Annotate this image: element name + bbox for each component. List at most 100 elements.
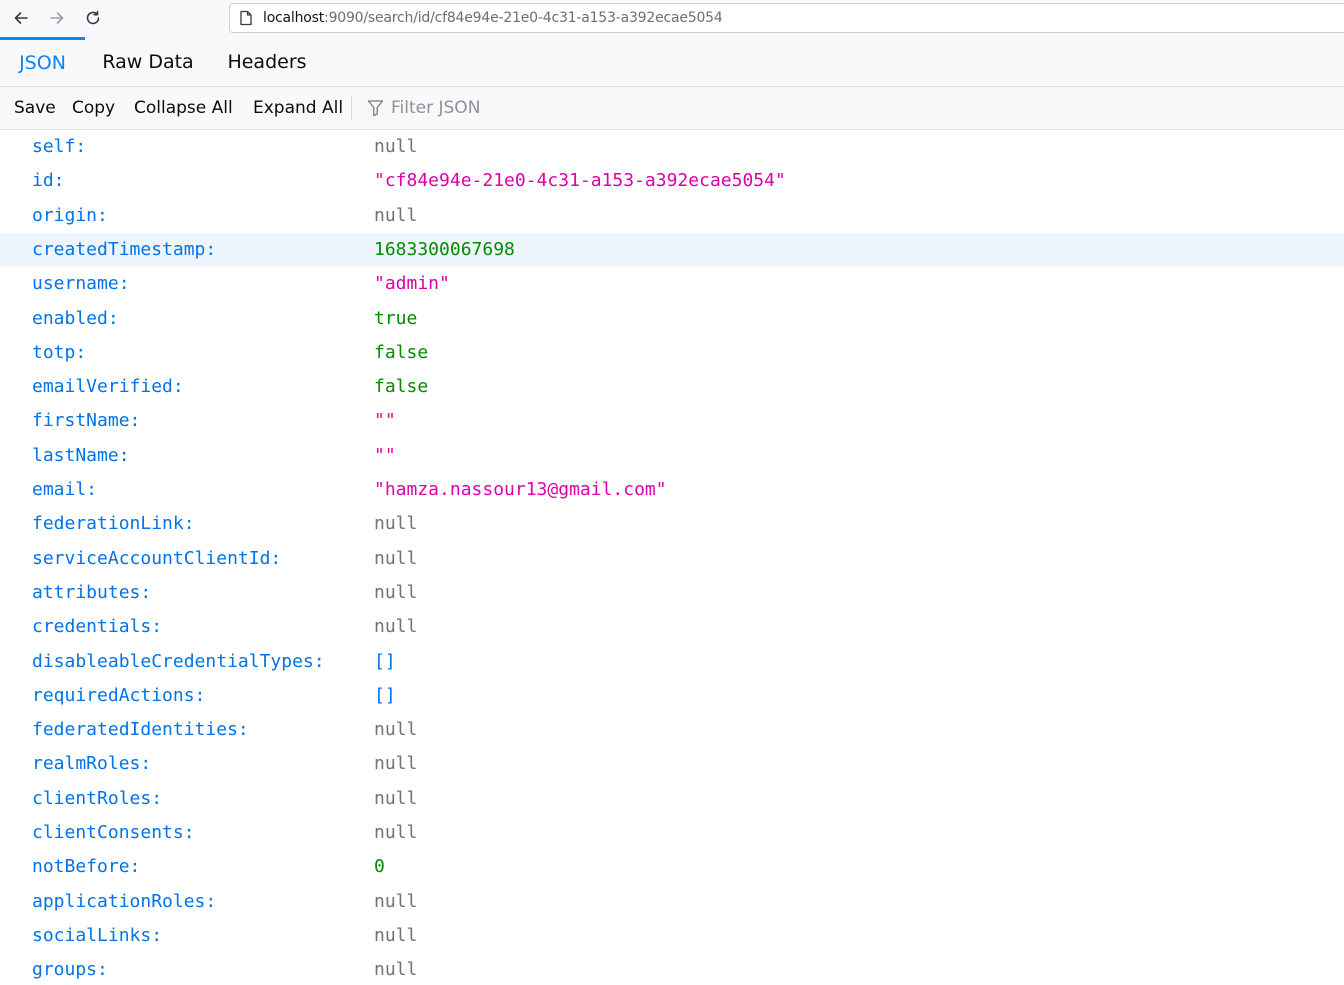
reload-button[interactable] bbox=[80, 5, 106, 31]
json-row[interactable]: id: "cf84e94e-21e0-4c31-a153-a392ecae5054… bbox=[0, 164, 1344, 198]
json-row[interactable]: enabled: true bbox=[0, 302, 1344, 336]
filter-icon bbox=[366, 99, 384, 117]
json-value: null bbox=[374, 513, 418, 535]
json-value: "cf84e94e-21e0-4c31-a153-a392ecae5054" bbox=[374, 170, 786, 192]
json-key: federationLink: bbox=[32, 513, 195, 535]
json-key: emailVerified: bbox=[32, 376, 184, 398]
arrow-right-icon bbox=[50, 12, 64, 24]
tab-headers[interactable]: Headers bbox=[227, 50, 307, 73]
toolbar-divider bbox=[351, 96, 352, 120]
json-key: realmRoles: bbox=[32, 753, 152, 775]
json-key: totp: bbox=[32, 341, 87, 363]
json-tree: self: null id: "cf84e94e-21e0-4c31-a153-a39… bbox=[0, 130, 1344, 985]
back-button[interactable] bbox=[8, 5, 34, 31]
json-row[interactable]: createdTimestamp: 1683300067698 bbox=[0, 232, 1344, 267]
json-key: notBefore: bbox=[32, 856, 141, 878]
url-bar[interactable]: localhost:9090/search/id/cf84e94e-21e0-4… bbox=[229, 3, 1344, 33]
json-key: attributes: bbox=[32, 581, 152, 603]
tab-raw-data[interactable]: Raw Data bbox=[102, 50, 194, 73]
json-row[interactable]: username: "admin" bbox=[0, 267, 1344, 301]
json-key: firstName: bbox=[32, 410, 141, 432]
url-path: :9090/search/id/cf84e94e-21e0-4c31-a153-… bbox=[324, 10, 723, 26]
json-value: false bbox=[374, 376, 429, 398]
url-text: localhost:9090/search/id/cf84e94e-21e0-4… bbox=[263, 10, 723, 26]
json-row[interactable]: email: "hamza.nassour13@gmail.com" bbox=[0, 473, 1344, 507]
json-value: null bbox=[374, 616, 418, 638]
json-value: null bbox=[374, 204, 418, 226]
json-row[interactable]: disableableCredentialTypes: [] bbox=[0, 645, 1344, 679]
json-row[interactable]: federationLink: null bbox=[0, 507, 1344, 541]
json-value: "hamza.nassour13@gmail.com" bbox=[374, 479, 667, 500]
json-key: email: bbox=[32, 479, 98, 500]
json-value: [] bbox=[374, 650, 396, 672]
json-toolbar: Save Copy Collapse All Expand All bbox=[0, 87, 1344, 130]
json-row[interactable]: attributes: null bbox=[0, 576, 1344, 610]
json-value: null bbox=[374, 959, 418, 981]
json-row[interactable]: clientRoles: null bbox=[0, 782, 1344, 816]
tab-json[interactable]: JSON bbox=[0, 37, 85, 86]
json-value: "admin" bbox=[374, 273, 450, 295]
json-row[interactable]: applicationRoles:null bbox=[0, 885, 1344, 919]
json-row[interactable]: totp: false bbox=[0, 336, 1344, 370]
json-value: 1683300067698 bbox=[374, 238, 515, 260]
json-key: clientConsents: bbox=[32, 822, 195, 843]
json-key: federatedIdentities: bbox=[32, 719, 249, 741]
json-value: "" bbox=[374, 444, 396, 466]
json-key: serviceAccountClientId: bbox=[32, 547, 282, 569]
json-row[interactable]: federatedIdentities: null bbox=[0, 713, 1344, 747]
json-value: true bbox=[374, 307, 418, 329]
json-row[interactable]: lastName: "" bbox=[0, 439, 1344, 473]
json-row[interactable]: groups: null bbox=[0, 953, 1344, 985]
json-value: null bbox=[374, 581, 418, 603]
json-key: enabled: bbox=[32, 307, 119, 329]
forward-button[interactable] bbox=[44, 5, 70, 31]
json-key: groups: bbox=[32, 959, 108, 981]
json-value: null bbox=[374, 924, 418, 946]
json-key: requiredActions: bbox=[32, 684, 206, 706]
json-key: applicationRoles: bbox=[32, 890, 217, 912]
page-icon bbox=[238, 10, 254, 26]
json-key: username: bbox=[32, 273, 130, 295]
json-value: null bbox=[374, 822, 418, 843]
arrow-left-icon bbox=[14, 12, 28, 24]
copy-button[interactable]: Copy bbox=[72, 98, 116, 118]
json-key: lastName: bbox=[32, 444, 130, 466]
collapse-all-button[interactable]: Collapse All bbox=[134, 98, 233, 118]
json-row[interactable]: clientConsents: null bbox=[0, 816, 1344, 850]
json-key: disableableCredentialTypes: bbox=[32, 650, 325, 672]
json-value: null bbox=[374, 547, 418, 569]
save-button[interactable]: Save bbox=[14, 98, 56, 118]
json-row[interactable]: realmRoles: null bbox=[0, 747, 1344, 781]
json-key: credentials: bbox=[32, 616, 163, 638]
json-row[interactable]: firstName: "" bbox=[0, 404, 1344, 438]
json-value: 0 bbox=[374, 856, 385, 878]
viewer-tabs: JSON Raw Data Headers bbox=[0, 37, 1344, 87]
browser-toolbar: localhost:9090/search/id/cf84e94e-21e0-4… bbox=[0, 0, 1344, 37]
json-key: self: bbox=[32, 136, 87, 157]
json-value: null bbox=[374, 753, 418, 775]
json-row[interactable]: emailVerified: false bbox=[0, 370, 1344, 404]
json-value: null bbox=[374, 719, 418, 741]
json-row[interactable]: socialLinks: null bbox=[0, 919, 1344, 953]
json-row[interactable]: serviceAccountClientId: null bbox=[0, 542, 1344, 576]
filter-field[interactable] bbox=[366, 87, 966, 129]
json-key: socialLinks: bbox=[32, 924, 163, 946]
json-key: id: bbox=[32, 170, 65, 192]
json-key: clientRoles: bbox=[32, 787, 163, 809]
json-value: false bbox=[374, 341, 429, 363]
url-host: localhost bbox=[263, 10, 325, 26]
json-row[interactable]: self: null bbox=[0, 130, 1344, 164]
filter-json-input[interactable] bbox=[391, 98, 891, 118]
expand-all-button[interactable]: Expand All bbox=[253, 98, 344, 118]
json-value: null bbox=[374, 787, 418, 809]
json-row[interactable]: origin: null bbox=[0, 199, 1344, 233]
json-row[interactable]: requiredActions: [] bbox=[0, 679, 1344, 713]
json-key: createdTimestamp: bbox=[32, 238, 217, 260]
json-key: origin: bbox=[32, 204, 108, 226]
json-value: "" bbox=[374, 410, 396, 432]
json-value: [] bbox=[374, 684, 396, 706]
reload-icon bbox=[86, 10, 100, 25]
json-row[interactable]: credentials: null bbox=[0, 610, 1344, 644]
json-row[interactable]: notBefore: 0 bbox=[0, 850, 1344, 884]
json-value: null bbox=[374, 136, 418, 157]
